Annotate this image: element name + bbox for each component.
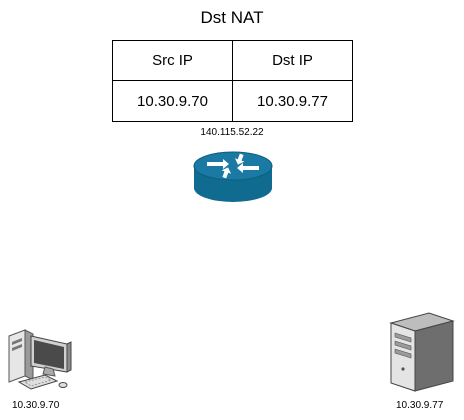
- header-src-ip: Src IP: [112, 40, 233, 81]
- nat-table: Src IP Dst IP 10.30.9.70 10.30.9.77: [112, 40, 353, 122]
- cell-dst-ip: 10.30.9.77: [232, 80, 353, 122]
- router-ip-label: 140.115.52.22: [200, 127, 264, 138]
- server-ip-label: 10.30.9.77: [396, 400, 444, 411]
- diagram-title: Dst NAT: [200, 8, 264, 27]
- router-icon: [193, 151, 273, 202]
- nat-table-header-row: Src IP Dst IP: [112, 40, 353, 81]
- desktop-computer-icon: [8, 329, 72, 390]
- cell-src-ip: 10.30.9.70: [112, 80, 233, 122]
- tower-server-icon: [389, 312, 455, 392]
- client-ip-label: 10.30.9.70: [12, 400, 60, 411]
- nat-table-row: 10.30.9.70 10.30.9.77: [112, 80, 353, 122]
- header-dst-ip: Dst IP: [232, 40, 353, 81]
